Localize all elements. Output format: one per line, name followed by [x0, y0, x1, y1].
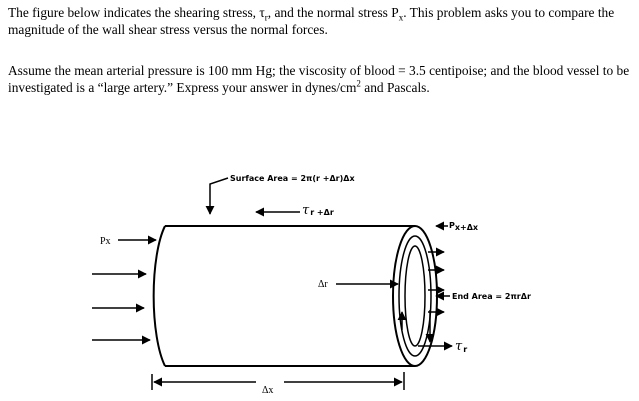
- ring-arrows: [397, 247, 445, 343]
- problem-paragraph-1: The figure below indicates the shearing …: [8, 4, 634, 38]
- tau-bottom-symbol: τ: [455, 339, 463, 354]
- tau-top-label: τr +Δr: [302, 203, 334, 218]
- p-right-subscript: x+Δx: [455, 223, 479, 232]
- p-right-label: Px+Δx: [449, 221, 479, 232]
- units-superscript: 2: [356, 78, 361, 89]
- inner-ring: [398, 235, 432, 357]
- px-label: Px: [100, 236, 111, 247]
- tau-bottom-subscript: r: [463, 345, 467, 354]
- inner-ring-2: [404, 245, 426, 347]
- p-subscript: x: [398, 12, 404, 23]
- p-right-symbol: P: [449, 221, 455, 230]
- text-segment: . This problem asks you to compare the m…: [8, 5, 615, 37]
- surface-area-label: Surface Area = 2π(r +Δr)Δx: [230, 174, 355, 183]
- end-area-label: End Area = 2πrΔr: [452, 292, 531, 301]
- tau-top-symbol: τ: [302, 203, 310, 218]
- tau-subscript: r: [264, 12, 268, 23]
- text-segment: The figure below indicates the shearing …: [8, 5, 260, 20]
- text-segment: Assume the mean arterial pressure is 100…: [8, 63, 630, 95]
- text-segment: , and the normal stress P: [267, 5, 399, 20]
- delta-r-label: Δr: [318, 279, 328, 290]
- tau-top-subscript: r +Δr: [310, 208, 334, 217]
- end-rings: [392, 225, 438, 367]
- cylinder: [152, 225, 415, 367]
- tau-bottom-label: τr: [455, 339, 467, 354]
- tau-symbol: τ: [259, 5, 265, 20]
- delta-x-label: Δx: [262, 385, 273, 396]
- left-pressure-arrows: [92, 235, 157, 345]
- cylinder-left-cap: [152, 225, 166, 367]
- problem-paragraph-2: Assume the mean arterial pressure is 100…: [8, 62, 634, 96]
- text-segment: and Pascals.: [360, 80, 430, 95]
- surface-area-leader: [205, 177, 229, 215]
